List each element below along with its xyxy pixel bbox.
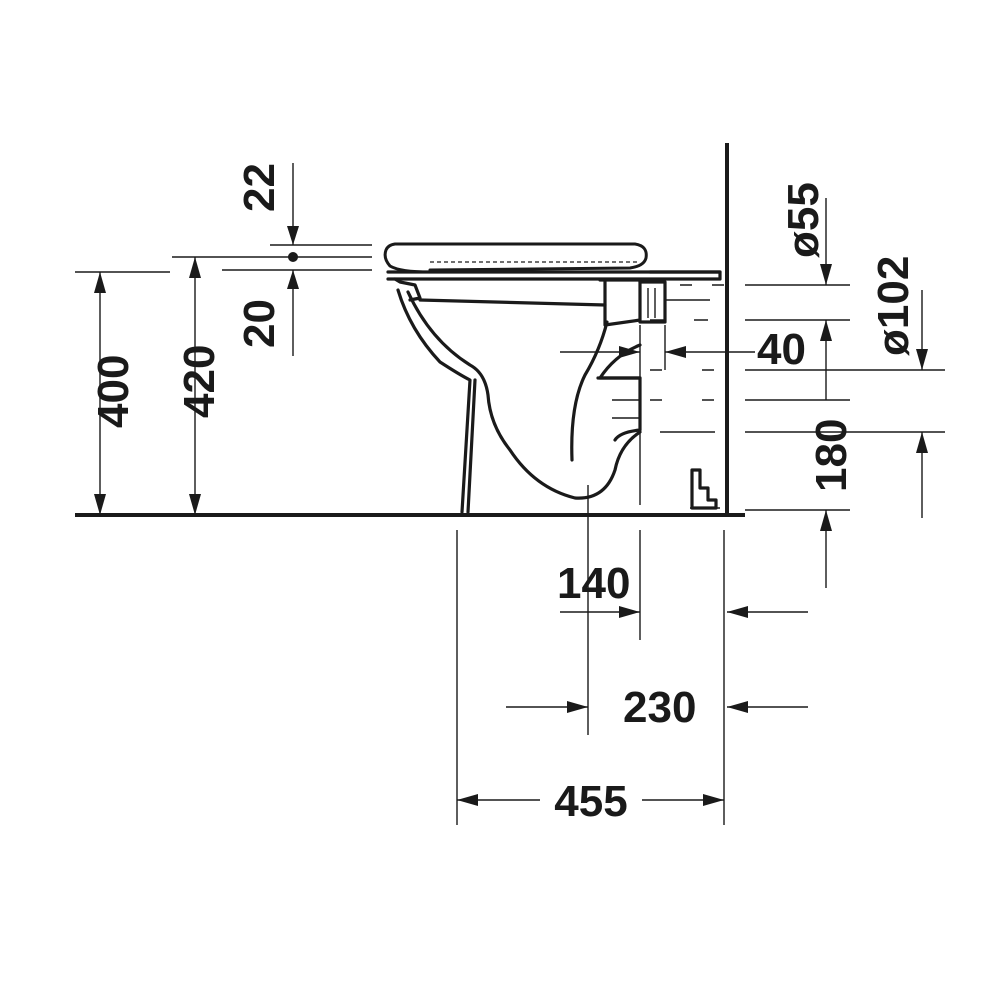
- dimension-22-20: [222, 163, 372, 356]
- dimension-140: [560, 530, 808, 640]
- reference-lines: [650, 284, 740, 433]
- dimension-230: [506, 485, 808, 735]
- bowl-outer: [396, 288, 472, 514]
- bowl-siphon: [406, 290, 642, 500]
- dimension-dia102-label: ø102: [869, 256, 918, 356]
- dimension-dia55-label: ø55: [779, 182, 828, 258]
- fixing-bracket: [690, 468, 718, 510]
- dimension-dia55: [745, 198, 850, 398]
- dimension-455-label: 455: [554, 777, 627, 826]
- dimension-400-label: 400: [89, 355, 138, 428]
- dimension-20-label: 20: [235, 299, 284, 348]
- dimension-420: [172, 256, 222, 515]
- dimension-455: [456, 530, 725, 825]
- dimension-180-label: 180: [807, 419, 856, 492]
- toilet-seat-ring: [386, 270, 722, 281]
- dimension-140-label: 140: [557, 559, 630, 608]
- dimension-180: [745, 431, 945, 588]
- dimension-40: [560, 325, 755, 505]
- inlet-connector: [638, 280, 667, 324]
- dimension-400: [75, 271, 170, 515]
- dimension-dia102: [745, 290, 945, 401]
- outlet-horn: [596, 376, 642, 442]
- dimension-230-label: 230: [623, 683, 696, 732]
- toilet-body: [383, 242, 722, 514]
- dimension-420-label: 420: [175, 345, 224, 418]
- dimension-40-label: 40: [757, 325, 806, 374]
- dimension-22-label: 22: [235, 163, 284, 212]
- toilet-seat-lid: [383, 242, 648, 274]
